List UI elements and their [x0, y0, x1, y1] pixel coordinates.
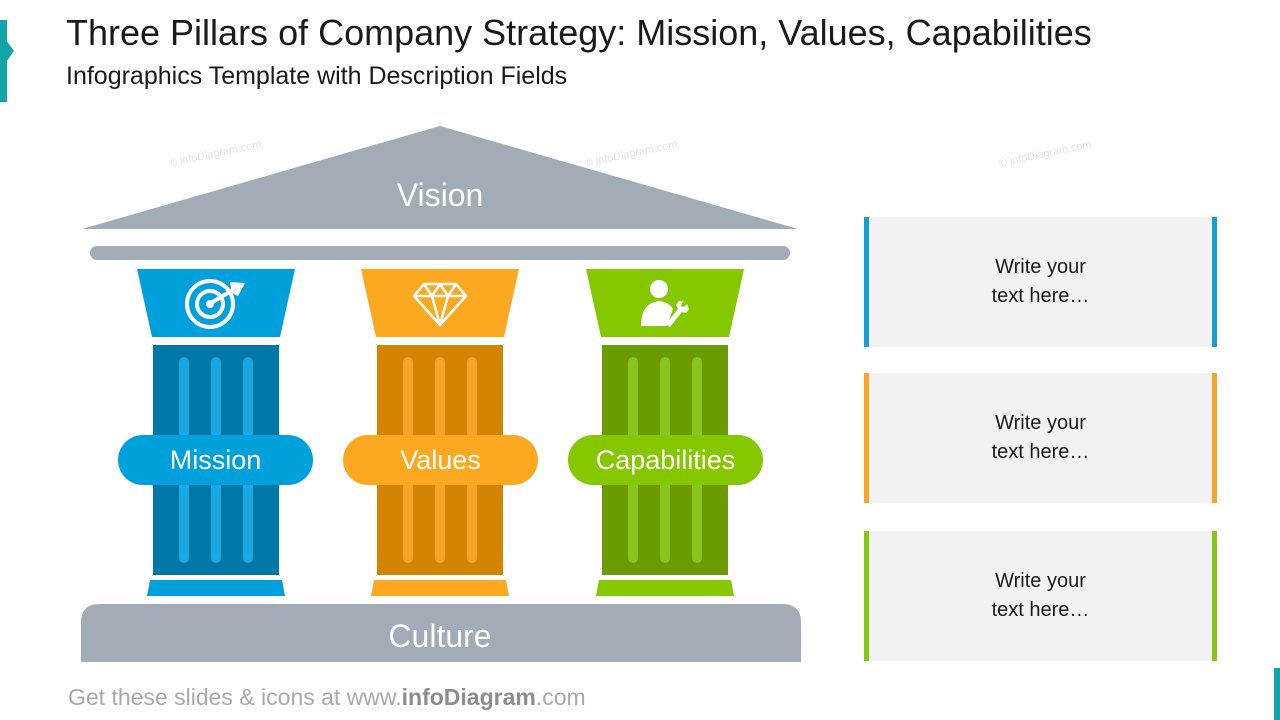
footer-suffix: .com	[535, 684, 586, 710]
accent-notch	[6, 40, 14, 62]
roof-label-vision: Vision	[396, 177, 484, 213]
description-box-values[interactable]: Write your text here…	[864, 373, 1217, 503]
pillar-foot	[147, 580, 285, 596]
page-title: Three Pillars of Company Strategy: Missi…	[66, 12, 1092, 53]
pillar-foot	[596, 580, 734, 596]
temple-base	[81, 604, 801, 662]
target-icon	[185, 279, 245, 329]
accent-bar	[0, 20, 7, 102]
diamond-icon	[412, 282, 468, 327]
description-text[interactable]: Write your text here…	[991, 570, 1090, 621]
footer: Get these slides & icons at www.infoDiag…	[68, 684, 586, 711]
pillar-values	[361, 269, 519, 596]
description-box-mission[interactable]: Write your text here…	[864, 217, 1217, 347]
description-box-capabilities[interactable]: Write your text here…	[864, 531, 1217, 661]
page-subtitle: Infographics Template with Description F…	[66, 62, 568, 90]
pillar-mission	[137, 269, 295, 596]
temple-diagram: Vision Culture Mission Values Capabiliti…	[81, 126, 801, 662]
corner-mark	[1274, 668, 1280, 720]
temple-graphic	[81, 126, 801, 662]
pillar-capital	[137, 269, 295, 337]
temple-architrave	[90, 246, 790, 260]
description-text[interactable]: Write your text here…	[991, 412, 1090, 463]
person-wrench-icon	[641, 280, 689, 327]
base-label-culture: Culture	[388, 618, 492, 654]
temple-roof	[82, 126, 798, 229]
pillar-label-mission: Mission	[118, 435, 313, 485]
pillar-label-values: Values	[343, 435, 538, 485]
footer-prefix: Get these slides & icons at www.	[68, 684, 402, 710]
pillar-capital	[361, 269, 519, 337]
description-text[interactable]: Write your text here…	[991, 256, 1090, 307]
watermark: © infoDiagram.com	[997, 138, 1093, 170]
footer-brand[interactable]: infoDiagram	[401, 684, 536, 710]
pillar-label-capabilities: Capabilities	[568, 435, 763, 485]
pillar-foot	[371, 580, 509, 596]
